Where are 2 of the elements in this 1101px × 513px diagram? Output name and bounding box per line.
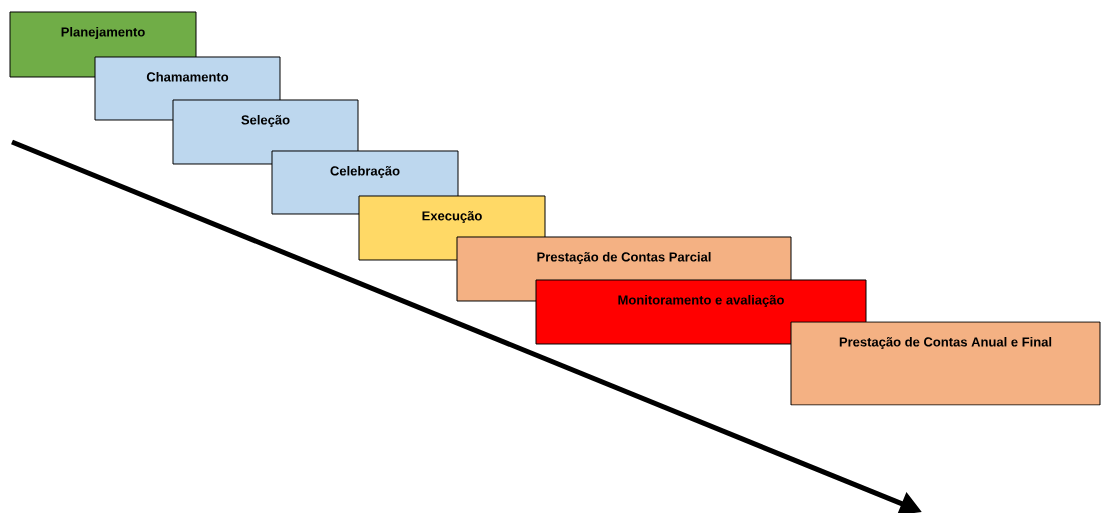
stage-box: Seleção [172,99,359,165]
stage-box: Prestação de Contas Anual e Final [790,321,1101,406]
